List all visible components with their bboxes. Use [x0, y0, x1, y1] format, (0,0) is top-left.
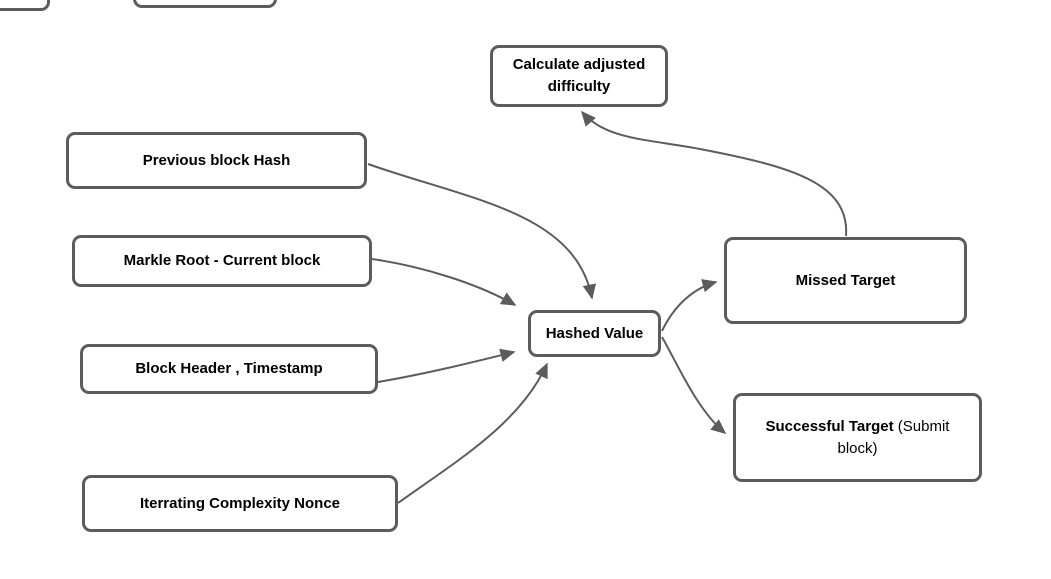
edge-merkle-root-to-hashed-value: [371, 258, 517, 306]
node-label: Hashed Value: [545, 324, 644, 342]
node-successful-target[interactable]: Successful Target (Submit block): [733, 393, 982, 482]
edge-hashed-value-to-successful-target: [661, 336, 727, 434]
node-previous-block-hash[interactable]: Previous block Hash: [66, 132, 367, 189]
partial-node-top-left-1[interactable]: [0, 0, 50, 11]
node-label: Calculate adjusted difficulty: [512, 56, 646, 95]
node-hashed-value[interactable]: Hashed Value: [528, 310, 661, 357]
node-missed-target[interactable]: Missed Target: [724, 237, 967, 324]
node-label: Missed Target: [795, 271, 896, 289]
edge-nonce-to-hashed-value: [397, 362, 548, 504]
node-label-bold: Successful Target: [765, 417, 894, 435]
node-label: Markle Root - Current block: [123, 252, 321, 270]
edge-hashed-value-to-missed-target: [661, 279, 718, 332]
edge-block-header-to-hashed-value: [377, 348, 516, 383]
node-label-regular: (Submit block): [837, 417, 950, 457]
node-label: Previous block Hash: [142, 151, 291, 169]
node-label: Iterrating Complexity Nonce: [139, 494, 341, 512]
node-label: Block Header , Timestamp: [135, 360, 323, 378]
node-markle-root-current-block[interactable]: Markle Root - Current block: [72, 235, 372, 287]
edge-prev-hash-to-hashed-value: [367, 163, 596, 300]
node-calculate-adjusted-difficulty[interactable]: Calculate adjusted difficulty: [490, 45, 668, 107]
node-iterrating-complexity-nonce[interactable]: Iterrating Complexity Nonce: [82, 475, 398, 532]
node-label: Successful Target (Submit block): [748, 416, 967, 460]
edge-missed-target-to-calc-difficulty: [581, 110, 848, 237]
partial-node-top-left-2[interactable]: [133, 0, 277, 8]
node-block-header-timestamp[interactable]: Block Header , Timestamp: [80, 344, 378, 394]
